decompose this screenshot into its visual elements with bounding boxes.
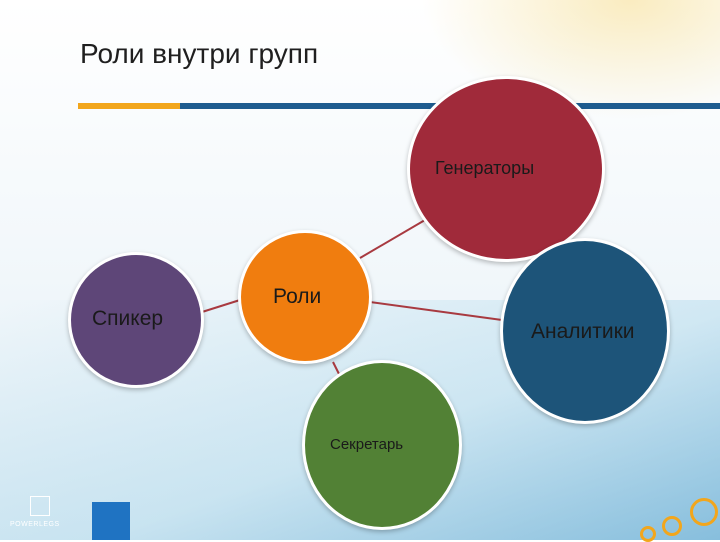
connector-roles-generators (359, 219, 426, 259)
node-roles (238, 230, 372, 364)
node-secretary (302, 360, 462, 530)
logo-text: POWERLEGS (10, 521, 60, 528)
decorative-ring-2 (662, 516, 682, 536)
node-generators-label: Генераторы (435, 158, 535, 178)
decorative-square (92, 502, 130, 540)
node-analytics-label: Аналитики (531, 320, 635, 343)
node-secretary-label: Секретарь (330, 436, 404, 453)
connector-roles-speaker (201, 299, 241, 313)
title-underline-orange (78, 103, 180, 109)
node-generators (407, 76, 605, 262)
powerlegs-logo: POWERLEGS (8, 494, 72, 538)
node-speaker-label: Спикер (92, 307, 164, 330)
decorative-ring-1 (690, 498, 718, 526)
logo-mark-icon (30, 496, 50, 516)
node-analytics (500, 238, 670, 424)
connector-roles-analytics (369, 301, 503, 321)
node-speaker (68, 252, 204, 388)
slide-title: Роли внутри групп (80, 38, 319, 69)
node-roles-label: Роли (273, 285, 322, 308)
